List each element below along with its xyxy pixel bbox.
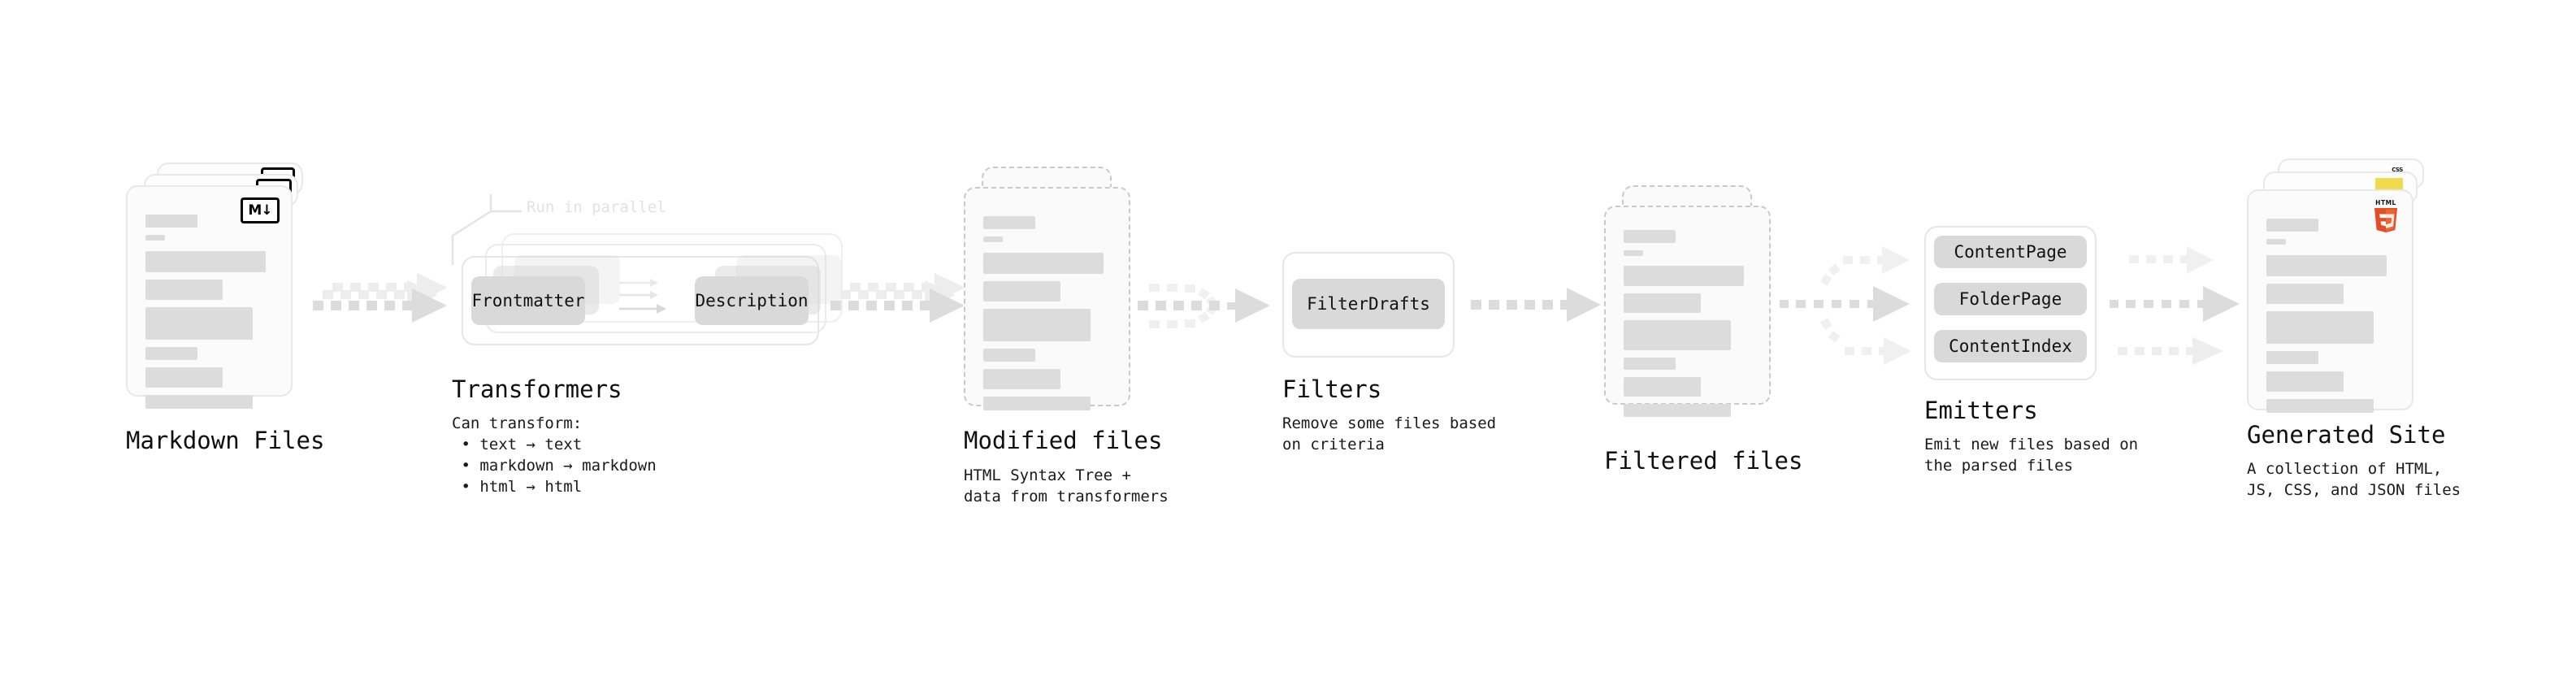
doc-placeholder-lines	[983, 216, 1111, 418]
emitter-chip-contentindex[interactable]: ContentIndex	[1934, 330, 2087, 362]
filters-title: Filters	[1282, 375, 1382, 403]
transformer-chip-description[interactable]: Description	[695, 276, 809, 325]
doc-line	[2266, 399, 2374, 413]
doc-line	[983, 216, 1035, 229]
modified-file-card-front	[964, 187, 1130, 410]
filters-box	[1282, 252, 1455, 358]
doc-line	[2266, 255, 2387, 276]
filtered-files-stack	[1604, 185, 1791, 453]
doc-line	[2266, 311, 2374, 344]
doc-line	[2266, 371, 2344, 392]
doc-line	[145, 280, 223, 300]
doc-line	[1624, 250, 1643, 256]
doc-line	[2266, 239, 2286, 245]
arrow-filtered-to-emitters	[1780, 246, 1911, 365]
doc-line	[145, 235, 165, 241]
markdown-files-stack: M↓ M↓ M↓	[126, 163, 313, 431]
arrow-modified-to-filters	[1138, 284, 1270, 328]
doc-placeholder-lines	[1624, 230, 1751, 424]
svg-text:HTML: HTML	[2375, 199, 2396, 206]
html5-icon: HTML	[2371, 197, 2400, 232]
doc-line	[983, 281, 1060, 301]
doc-placeholder-lines	[145, 215, 273, 416]
emitters-box	[1924, 226, 2097, 380]
generated-site-caption: A collection of HTML, JS, CSS, and JSON …	[2247, 460, 2461, 499]
doc-line	[1624, 404, 1731, 417]
doc-line	[2266, 284, 2344, 304]
markdown-badge: M↓	[241, 197, 280, 223]
emitters-caption: Emit new files based on the parsed files	[1924, 436, 2139, 475]
doc-line	[145, 395, 253, 409]
transformers-title: Transformers	[452, 375, 622, 403]
arrow-transformers-to-modified	[830, 273, 965, 323]
doc-line	[983, 349, 1035, 362]
doc-line	[145, 307, 253, 340]
emitter-chip-contentpage[interactable]: ContentPage	[1934, 236, 2087, 268]
doc-line	[1624, 230, 1676, 243]
arrow-markdown-to-transformers	[313, 273, 448, 323]
emitters-title: Emitters	[1924, 397, 2038, 424]
doc-line	[145, 215, 197, 228]
markdown-files-title: Markdown Files	[126, 427, 325, 454]
arrow-filters-to-filtered	[1471, 288, 1601, 322]
modified-files-stack	[964, 167, 1151, 435]
modified-files-title: Modified files	[964, 427, 1163, 454]
doc-line	[1624, 358, 1676, 370]
transformers-caption: Can transform: • text → text • markdown …	[452, 414, 657, 496]
markdown-file-card-front: M↓	[126, 185, 293, 409]
generated-site-title: Generated Site	[2247, 421, 2446, 449]
doc-line	[1624, 293, 1701, 313]
run-in-parallel-label: Run in parallel	[527, 198, 666, 216]
site-file-card-html: HTML	[2247, 189, 2413, 413]
transformer-chip-frontmatter[interactable]: Frontmatter	[471, 276, 585, 325]
arrow-emitters-to-site	[2110, 246, 2240, 365]
doc-line	[1624, 377, 1701, 397]
filter-chip-filterdrafts[interactable]: FilterDrafts	[1292, 279, 1445, 329]
doc-line	[2266, 219, 2318, 232]
doc-line	[983, 309, 1091, 341]
filters-caption: Remove some files based on criteria	[1282, 414, 1497, 453]
doc-line	[983, 369, 1060, 389]
doc-placeholder-lines	[2266, 219, 2394, 420]
generated-site-stack: CSS HTML	[2247, 158, 2442, 427]
emitter-chip-folderpage[interactable]: FolderPage	[1934, 283, 2087, 315]
doc-line	[1624, 320, 1731, 350]
doc-line	[983, 253, 1104, 274]
doc-line	[145, 347, 197, 360]
filtered-file-card-front	[1604, 206, 1771, 417]
doc-line	[983, 236, 1003, 242]
doc-line	[2266, 351, 2318, 364]
modified-files-caption: HTML Syntax Tree + data from transformer…	[964, 466, 1169, 505]
doc-line	[983, 397, 1091, 410]
filtered-files-title: Filtered files	[1604, 447, 1803, 475]
doc-line	[145, 251, 266, 272]
doc-line	[145, 367, 223, 388]
doc-line	[1624, 266, 1744, 286]
